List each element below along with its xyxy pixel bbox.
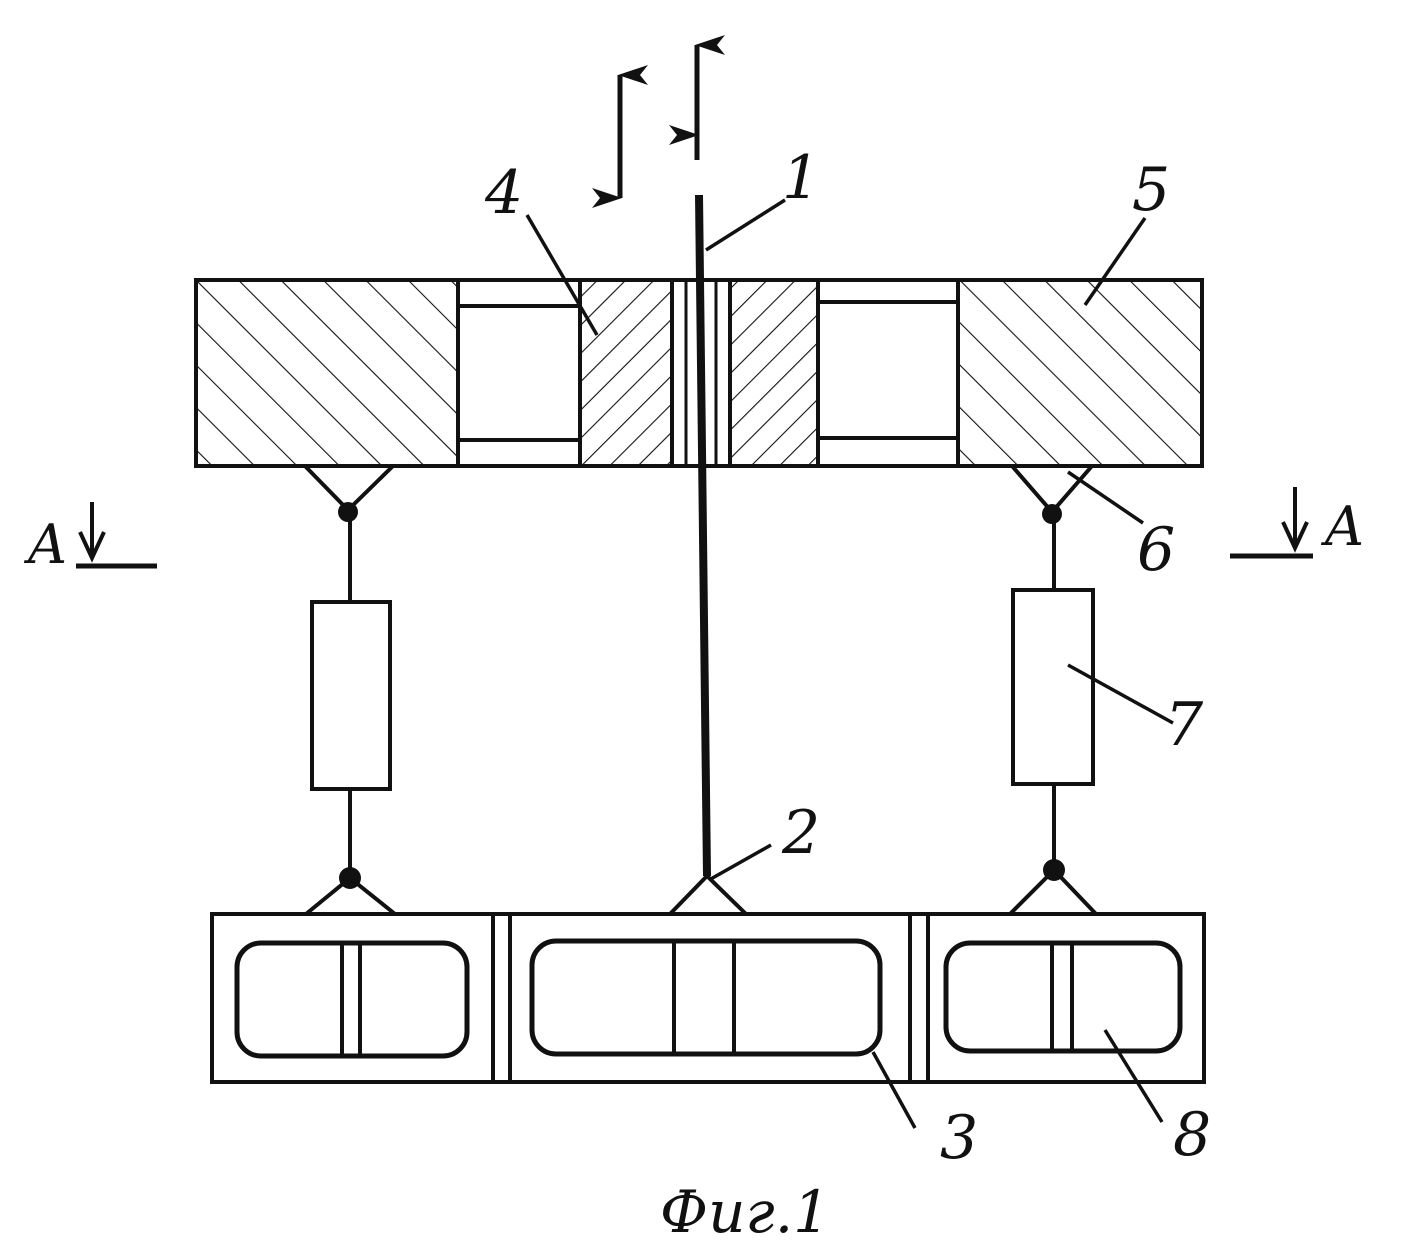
label-plate: 5 — [1132, 155, 1170, 225]
section-label-right: A — [1320, 495, 1364, 558]
figure-caption: Фиг.1 — [660, 1178, 830, 1246]
rod-bottom-hinge — [670, 876, 746, 914]
left-suspension — [305, 466, 395, 914]
rod — [699, 195, 707, 876]
label-container: 3 — [940, 1103, 978, 1173]
label-cell: 8 — [1173, 1100, 1211, 1170]
section-label-left: A — [23, 513, 67, 576]
section-mark-left: A — [23, 502, 157, 576]
label-hinge-bottom: 2 — [781, 798, 820, 868]
label-damper: 7 — [1165, 690, 1204, 760]
right-suspension — [1010, 466, 1096, 914]
label-hinge-top: 6 — [1137, 515, 1175, 585]
bottom-container — [212, 914, 1204, 1082]
label-rod: 1 — [782, 143, 820, 213]
section-mark-right: A — [1230, 487, 1364, 558]
label-bushing: 4 — [484, 158, 523, 228]
